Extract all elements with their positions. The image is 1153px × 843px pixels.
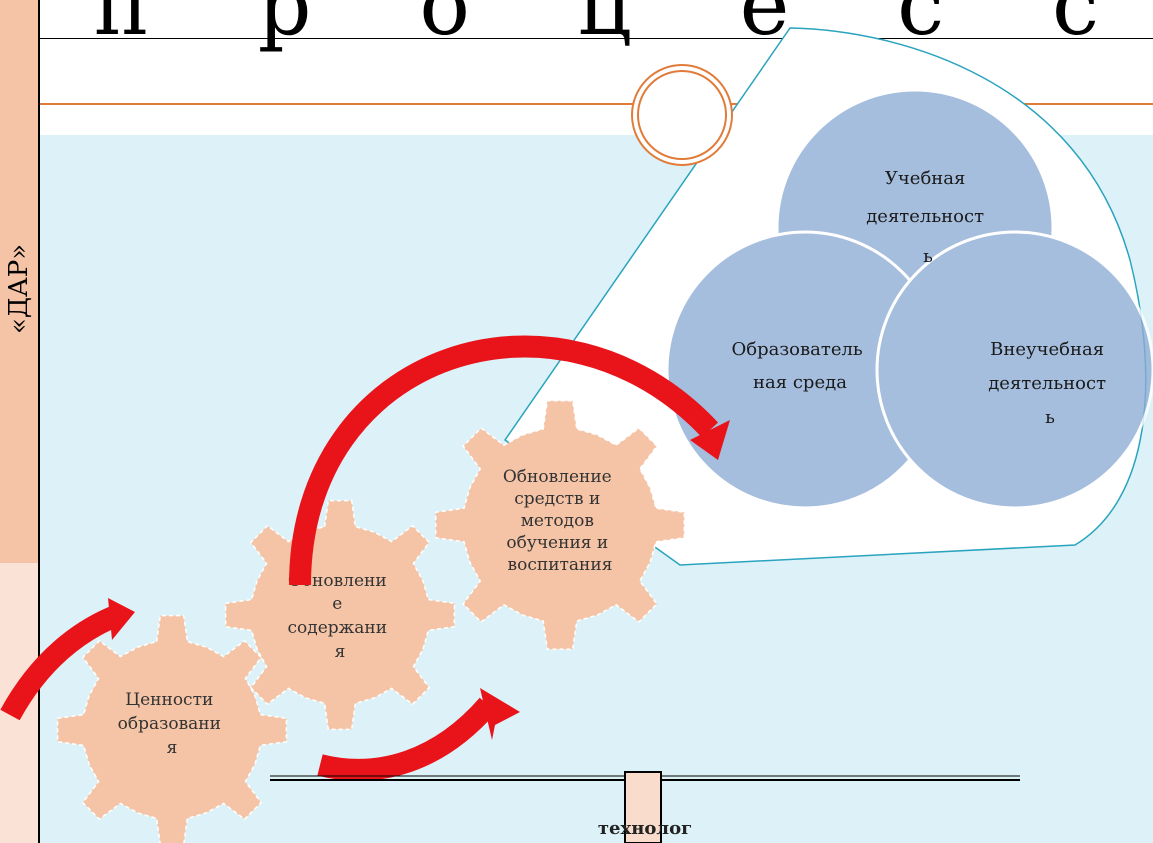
arrowhead-bottom [480,688,520,740]
arrowhead-big [690,420,730,460]
gear-label-values: Ценности образовани я [118,690,227,758]
accent-line [40,103,1153,105]
left-strip-cap [0,0,40,40]
bottom-connector [270,771,1020,843]
venn-label-environment: Образователь ная среда [732,339,869,393]
title-letter: п [93,0,150,54]
title-letter: о [419,0,470,54]
gear-label-content: Обновлени е содержани я [287,571,392,662]
gear-content [224,499,456,731]
title-divider [40,38,1153,39]
arrows [0,335,719,781]
title-letter: р [257,0,312,54]
venn-diagram [665,88,1153,510]
venn-circle-extracurricular [875,230,1153,510]
gear-methods [434,399,686,651]
arrow-big [289,335,719,586]
title-letter: ц [577,0,632,54]
title-letter: с [1052,0,1100,54]
left-strip-top [0,38,40,563]
arrowheads [108,420,730,740]
venn-label-extracurricular: Внеучебная деятельност ь [988,339,1112,428]
arrowhead-left [108,598,135,640]
title-letter: е [739,0,790,54]
bottom-label: технолог [597,818,693,839]
title-letter: с [897,0,945,54]
circle-ornament [631,64,733,166]
gear-label-methods: Обновление средств и методов обучения и … [503,467,617,575]
arrow-bottom [317,697,497,781]
gear-values [56,614,288,843]
arrow-left [0,604,123,721]
slide-title: п р о ц е с с [40,0,1153,54]
venn-label-learning: Учебная деятельност ь [866,168,990,267]
